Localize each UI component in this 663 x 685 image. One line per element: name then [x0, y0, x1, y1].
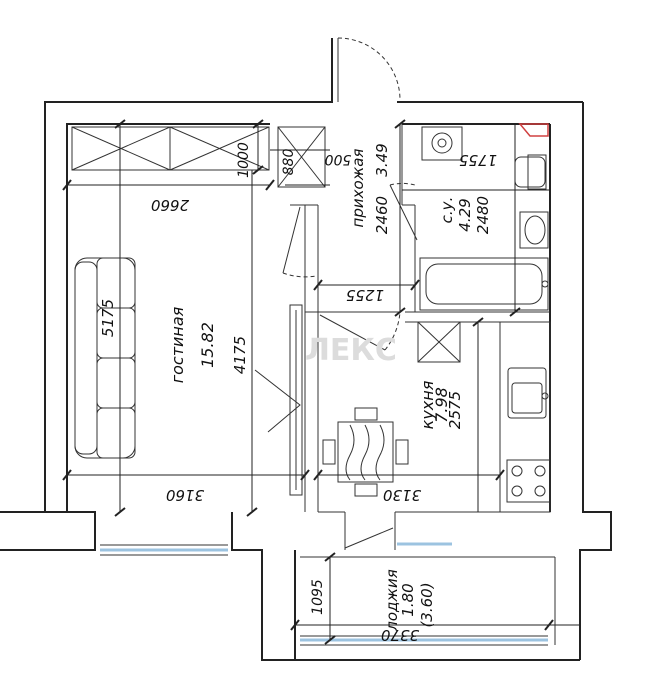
sofa [74, 257, 136, 459]
bathtub [419, 257, 549, 311]
room-living-name: гостиная [168, 306, 187, 383]
dim-hall-width: 1255 [346, 286, 384, 304]
windows [100, 542, 556, 646]
dim-loggia-width: 3370 [381, 626, 419, 644]
room-living-area: 15.82 [198, 322, 217, 368]
dim-living-width-top: 2660 [151, 196, 189, 214]
ventilation-shaft [417, 321, 461, 363]
room-bathroom-area: 4.29 [456, 198, 474, 231]
dim-bath-length: 2480 [474, 196, 492, 234]
heater-mark [518, 123, 549, 137]
dim-living-length: 5175 [99, 299, 117, 337]
dim-loggia-depth: 1095 [310, 579, 326, 615]
dim-living-width-bottom: 3160 [166, 486, 204, 504]
room-hall-name: прихожая [349, 149, 367, 228]
dim-living-inner: 4175 [231, 336, 249, 374]
dim-kitchen-width: 3130 [383, 486, 421, 504]
watermark: ЛЕКС [305, 333, 397, 368]
dim-wardrobe-depth: 1000 [236, 142, 252, 178]
doors [282, 37, 418, 549]
dim-kitchen-length: 2575 [446, 391, 464, 429]
dining-table [322, 407, 409, 497]
dim-closet-880: 880 [281, 149, 297, 176]
room-loggia-name: лоджия [383, 569, 401, 631]
toilet [514, 154, 547, 190]
room-loggia-area: 1.80 [399, 583, 417, 616]
dim-hall-500: 500 [325, 151, 352, 167]
dimension-lines [62, 119, 580, 645]
closet [277, 126, 326, 188]
room-kitchen-area: 7.98 [432, 387, 451, 423]
room-kitchen-name: кухня [418, 380, 437, 429]
outer-walls [0, 38, 612, 661]
room-loggia-area-full: (3.60) [418, 582, 436, 627]
tv-cabinet [254, 304, 303, 496]
room-hall-area: 3.49 [373, 143, 391, 176]
dim-bath-width: 1755 [459, 151, 497, 169]
kitchen-counter [499, 321, 551, 513]
wardrobe [71, 126, 270, 171]
room-bathroom-name: с.у. [438, 197, 456, 224]
dim-hall-length: 2460 [373, 196, 391, 234]
washbasin [519, 211, 549, 249]
washing-machine [421, 126, 463, 161]
